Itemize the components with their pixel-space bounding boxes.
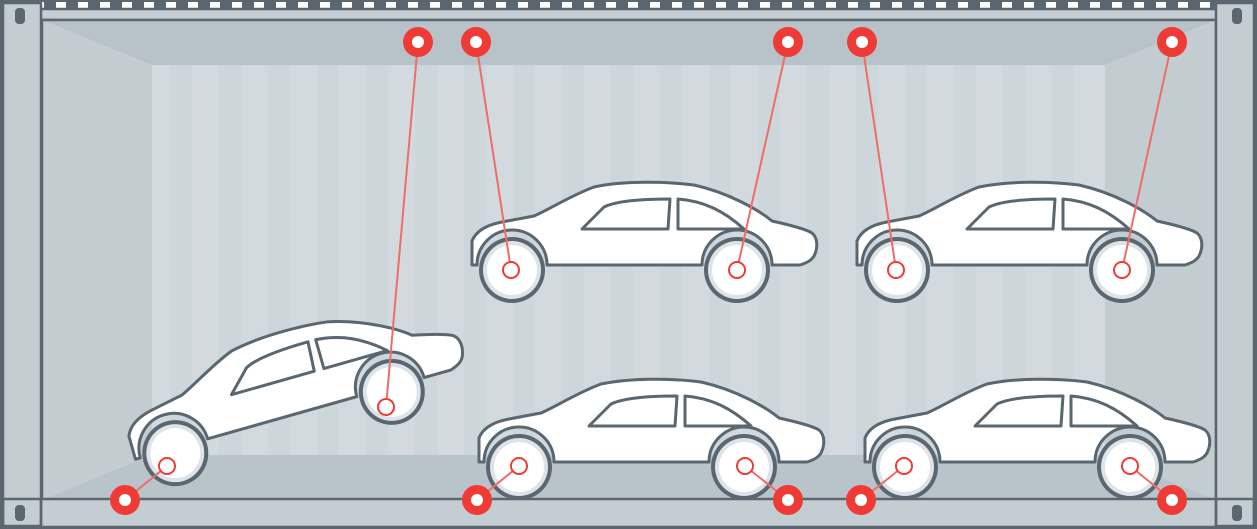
strap bbox=[861, 41, 897, 271]
corrugation-ridge bbox=[594, 1, 606, 9]
anchor-point-hole bbox=[782, 494, 794, 506]
corrugation-ridge bbox=[572, 1, 584, 9]
wheel-ring bbox=[158, 457, 176, 475]
anchor-point-hole bbox=[119, 494, 131, 506]
corrugation-ridge bbox=[418, 1, 430, 9]
corner-slot bbox=[1232, 505, 1242, 521]
corrugation-ridge bbox=[198, 1, 210, 9]
corrugation-ridge bbox=[330, 1, 342, 9]
corrugation-ridge bbox=[924, 1, 936, 9]
strap bbox=[385, 41, 419, 408]
corrugation-ridge bbox=[836, 1, 848, 9]
corrugation-ridge bbox=[176, 1, 188, 9]
wall-stripe bbox=[807, 65, 829, 455]
corrugation-band bbox=[3, 2, 1254, 9]
corrugation-ridge bbox=[1144, 1, 1156, 9]
corrugation-ridge bbox=[242, 1, 254, 9]
corrugation-ridge bbox=[44, 1, 56, 9]
corrugation-ridge bbox=[352, 1, 364, 9]
anchor-point-hole bbox=[412, 36, 424, 48]
corrugation-ridge bbox=[484, 1, 496, 9]
corrugation-ridge bbox=[506, 1, 518, 9]
corrugation-ridge bbox=[1166, 1, 1178, 9]
corrugation-ridge bbox=[1056, 1, 1068, 9]
corrugation-ridge bbox=[704, 1, 716, 9]
wheel-attachment-rings bbox=[158, 261, 1139, 475]
corrugation-ridge bbox=[682, 1, 694, 9]
corrugation-ridge bbox=[638, 1, 650, 9]
strap bbox=[475, 41, 512, 271]
wheel-ring bbox=[1113, 261, 1131, 279]
corrugation-ridge bbox=[308, 1, 320, 9]
corrugation-ridge bbox=[462, 1, 474, 9]
corrugation-ridge bbox=[792, 1, 804, 9]
corrugation-ridge bbox=[1100, 1, 1112, 9]
corrugation-ridge bbox=[902, 1, 914, 9]
wheel-ring bbox=[736, 457, 754, 475]
corner-slot bbox=[15, 505, 25, 521]
anchor-point-hole bbox=[470, 36, 482, 48]
strap bbox=[1121, 41, 1173, 271]
corrugation-ridge bbox=[1078, 1, 1090, 9]
wheel-ring bbox=[895, 457, 913, 475]
corrugation-ridge bbox=[946, 1, 958, 9]
corrugation-ridge bbox=[110, 1, 122, 9]
wheel-ring bbox=[510, 457, 528, 475]
corrugation-ridge bbox=[550, 1, 562, 9]
corrugation-ridge bbox=[770, 1, 782, 9]
corrugation-ridge bbox=[66, 1, 78, 9]
corrugation-ridge bbox=[726, 1, 738, 9]
container-top-corrugation bbox=[3, 1, 1254, 11]
tie-down-straps bbox=[124, 41, 1173, 501]
corrugation-ridge bbox=[660, 1, 672, 9]
corrugation-ridge bbox=[968, 1, 980, 9]
corrugation-ridge bbox=[264, 1, 276, 9]
corrugation-ridge bbox=[616, 1, 628, 9]
corrugation-ridge bbox=[1188, 1, 1200, 9]
corrugation-ridge bbox=[990, 1, 1002, 9]
corrugation-ridge bbox=[374, 1, 386, 9]
wheel-ring bbox=[1121, 457, 1139, 475]
corrugation-ridge bbox=[858, 1, 870, 9]
corrugation-ridge bbox=[748, 1, 760, 9]
corrugation-ridge bbox=[220, 1, 232, 9]
anchor-point-hole bbox=[471, 494, 483, 506]
corrugation-ridge bbox=[440, 1, 452, 9]
wheel-ring bbox=[887, 261, 905, 279]
wheel-ring bbox=[728, 261, 746, 279]
corrugation-ridge bbox=[154, 1, 166, 9]
wall-stripe bbox=[758, 65, 780, 455]
corrugation-ridge bbox=[1122, 1, 1134, 9]
corrugation-ridge bbox=[286, 1, 298, 9]
corrugation-ridge bbox=[1034, 1, 1046, 9]
corner-slot bbox=[1232, 8, 1242, 24]
corrugation-ridge bbox=[814, 1, 826, 9]
wall-stripe bbox=[170, 65, 192, 455]
anchor-point-hole bbox=[1166, 494, 1178, 506]
anchor-point-hole bbox=[856, 36, 868, 48]
wheel-ring bbox=[502, 261, 520, 279]
corrugation-ridge bbox=[396, 1, 408, 9]
strap bbox=[736, 41, 789, 271]
anchor-point-hole bbox=[1166, 36, 1178, 48]
corrugation-ridge bbox=[88, 1, 100, 9]
anchor-points bbox=[110, 27, 1187, 515]
corrugation-ridge bbox=[880, 1, 892, 9]
wheel-ring bbox=[377, 398, 395, 416]
anchor-point-hole bbox=[855, 494, 867, 506]
corrugation-ridge bbox=[132, 1, 144, 9]
corner-slot bbox=[15, 8, 25, 24]
corrugation-ridge bbox=[1012, 1, 1024, 9]
corrugation-ridge bbox=[528, 1, 540, 9]
anchor-point-hole bbox=[782, 36, 794, 48]
